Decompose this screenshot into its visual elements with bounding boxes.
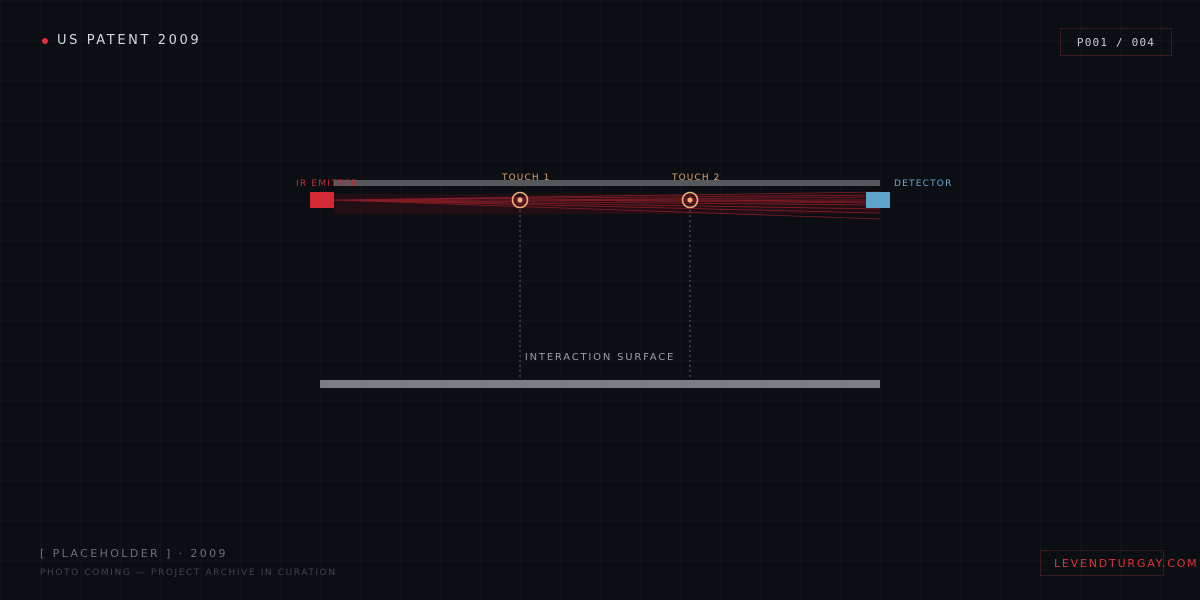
touch-1-label: TOUCH 1 [501,173,551,183]
ir-emitter [310,192,334,208]
header-brand: US PATENT 2009 [42,33,201,48]
touch-point-icon [681,191,699,209]
touch-2-label: TOUCH 2 [671,173,721,183]
ir-beam [689,199,881,203]
page-title: US PATENT 2009 [57,33,202,48]
red-dot-icon [42,37,48,44]
detector-label: DETECTOR [894,179,953,189]
touch-point-core [687,197,693,203]
site-link[interactable]: LEVENDTURGAY.COM [1040,550,1197,576]
ir-beam [519,199,881,204]
page-counter: P001 / 004 [1060,28,1172,56]
interaction-surface [320,380,880,388]
ir-beam [333,194,881,201]
touch-point-icon [511,191,529,209]
interaction-surface-label: INTERACTION SURFACE [525,352,675,363]
footer-caption: [ PLACEHOLDER ] · 2009 [40,547,228,560]
ir-beam [333,199,881,214]
ir-emitter-label: IR EMITTER [296,179,359,189]
touch-point-core [517,197,523,203]
ir-beam [519,196,881,201]
ir-beam [333,199,881,220]
ir-beam [333,199,881,206]
ir-beam [333,199,881,210]
detector [866,192,890,208]
ir-beams [333,191,881,220]
top-rail [334,180,880,186]
ir-beam [333,191,881,201]
footer-note: PHOTO COMING — PROJECT ARCHIVE IN CURATI… [40,568,337,578]
